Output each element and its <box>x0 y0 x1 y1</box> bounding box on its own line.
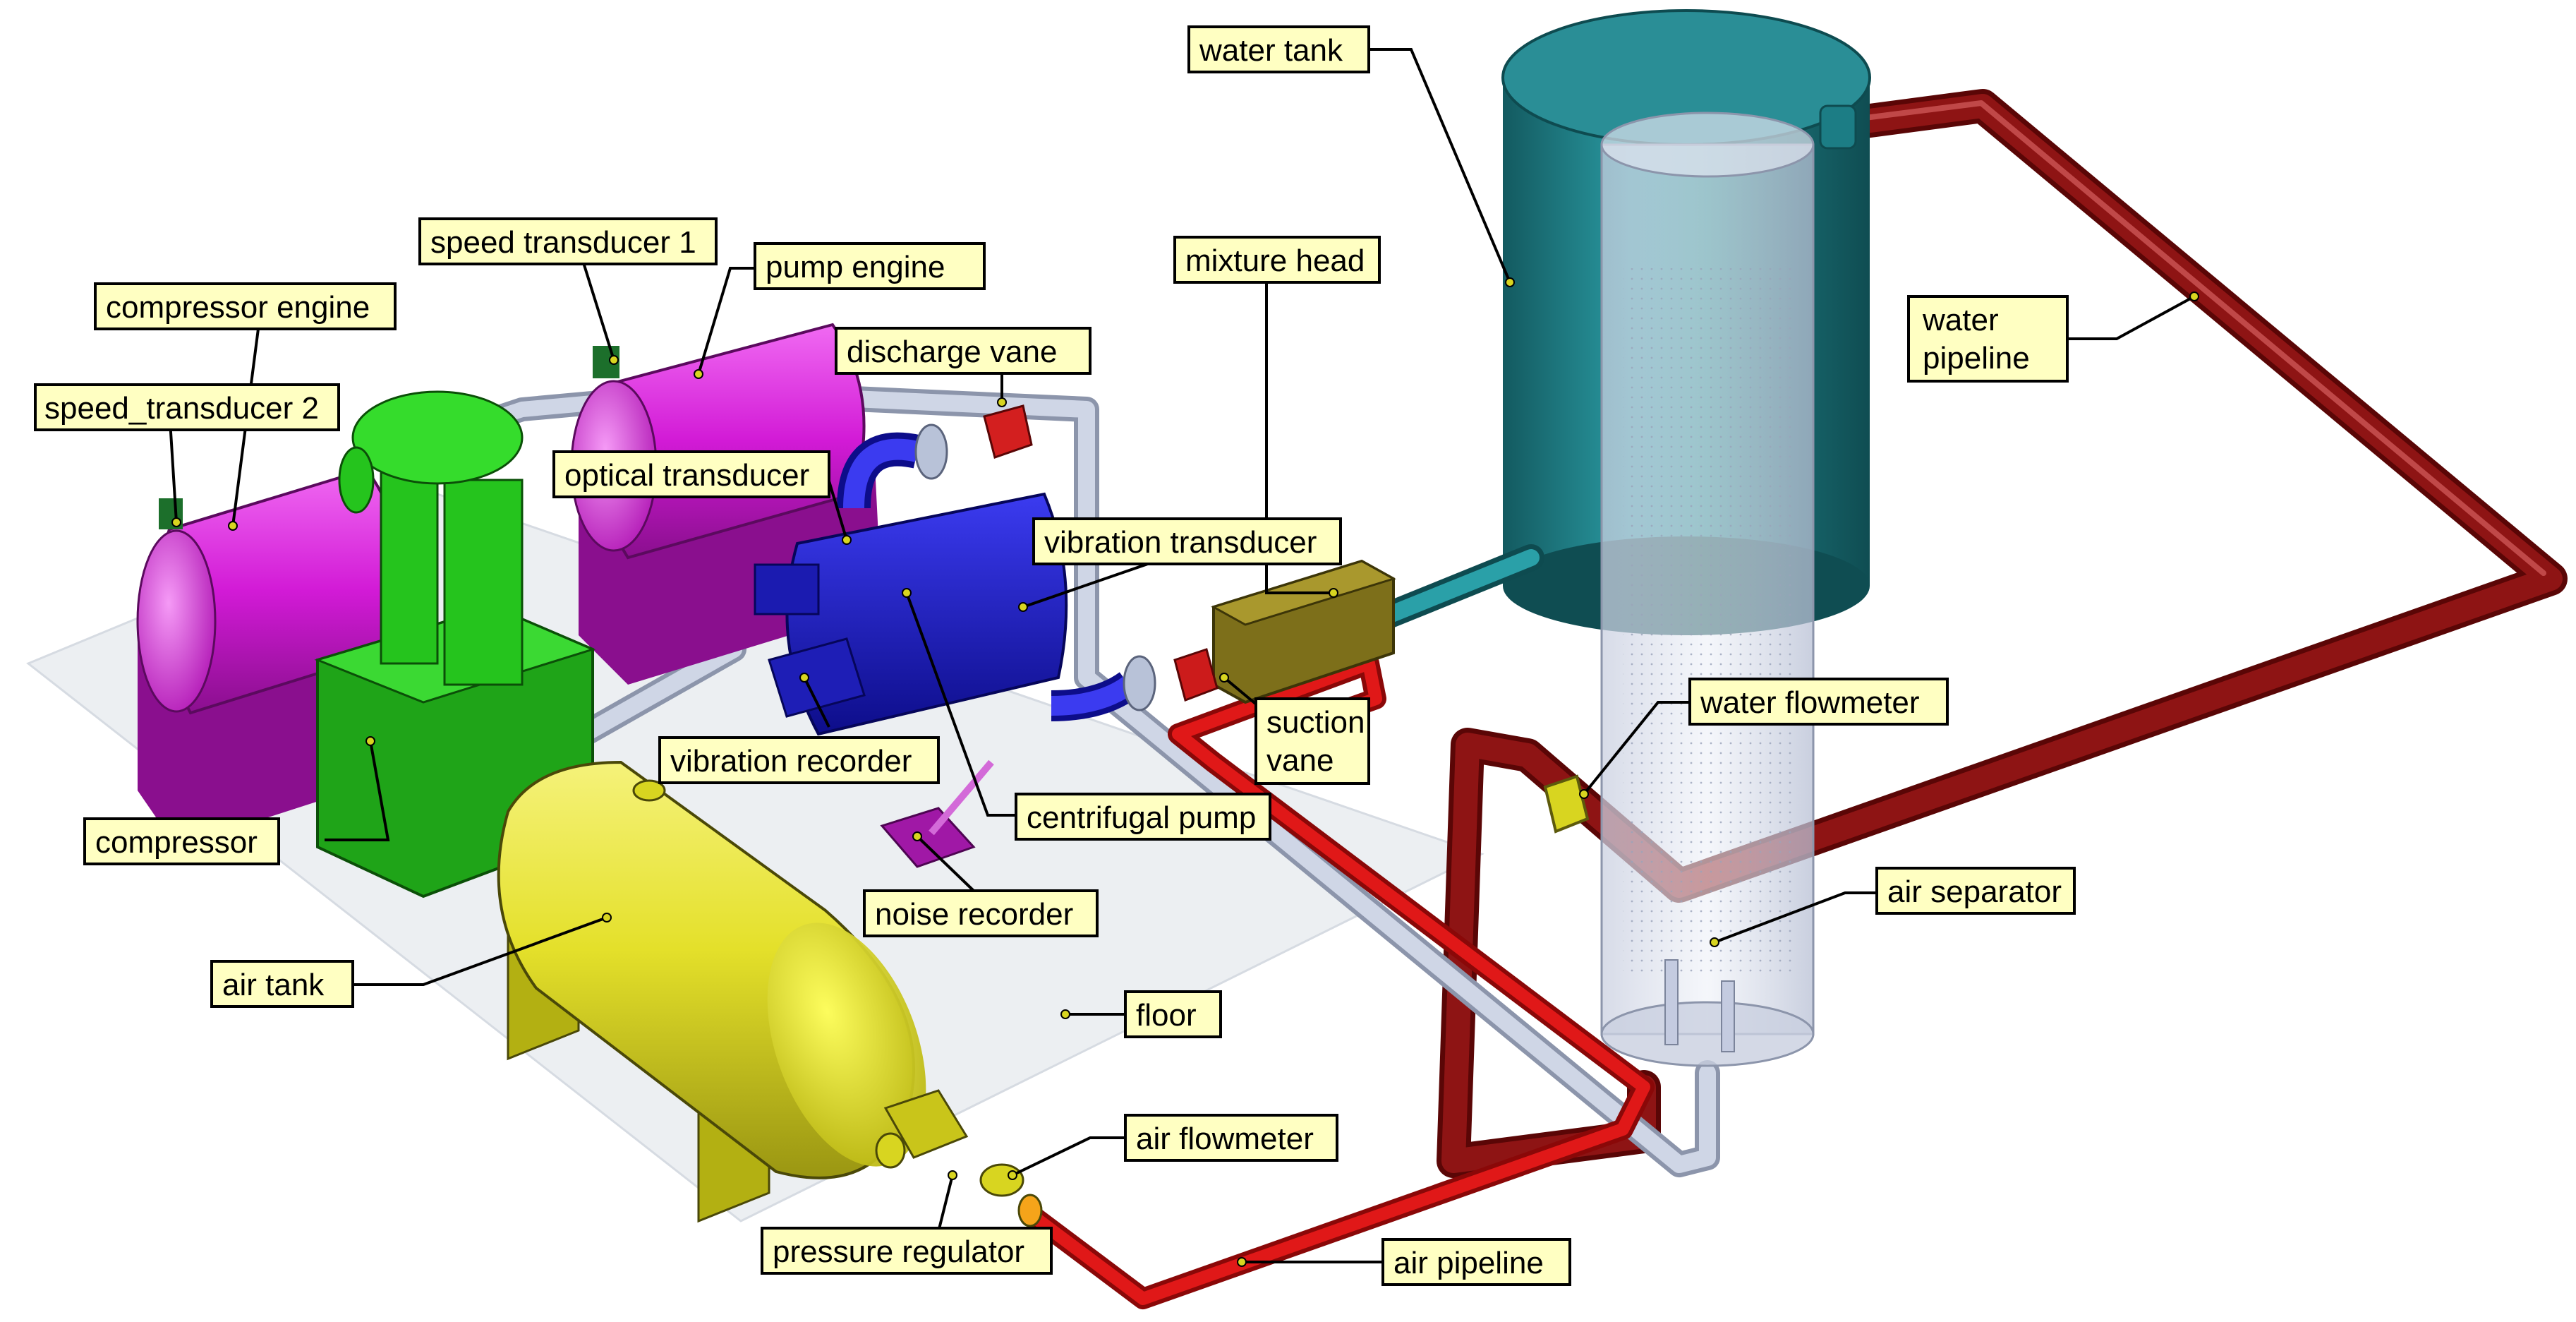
air-separator <box>1600 112 1815 1067</box>
svg-text:vibration transducer: vibration transducer <box>1044 525 1317 560</box>
discharge-vane <box>983 404 1033 459</box>
label-speed-transducer-1: speed transducer 1 <box>418 217 718 265</box>
air-tank <box>497 760 926 1223</box>
label-compressor: compressor <box>83 817 280 865</box>
label-noise-recorder: noise recorder <box>863 889 1099 937</box>
label-speed-transducer-2: speed_transducer 2 <box>34 383 340 431</box>
svg-text:optical transducer: optical transducer <box>564 458 809 493</box>
suction-vane <box>1173 648 1219 702</box>
tank-connector <box>1369 544 1544 631</box>
svg-text:vibration recorder: vibration recorder <box>670 744 912 779</box>
svg-text:floor: floor <box>1136 998 1197 1033</box>
svg-text:compressor: compressor <box>95 825 258 860</box>
noise-recorder <box>880 759 994 868</box>
label-discharge-vane: discharge vane <box>835 327 1092 375</box>
label-air-separator: air separator <box>1875 867 2076 915</box>
svg-text:air separator: air separator <box>1887 875 2062 909</box>
anchor-dots <box>171 277 2199 1267</box>
label-pump-engine: pump engine <box>754 242 986 290</box>
svg-text:air tank: air tank <box>222 968 325 1002</box>
label-air-pipeline: air pipeline <box>1381 1238 1571 1286</box>
svg-text:centrifugal pump: centrifugal pump <box>1027 800 1256 835</box>
label-optical-transducer: optical transducer <box>552 450 830 498</box>
label-air-tank: air tank <box>210 960 354 1008</box>
svg-text:speed_transducer 2: speed_transducer 2 <box>44 391 319 426</box>
water-flowmeter <box>1543 774 1590 834</box>
svg-text:mixture head: mixture head <box>1185 244 1365 278</box>
svg-text:compressor engine: compressor engine <box>106 290 370 325</box>
svg-text:water: water <box>1922 303 1999 337</box>
callouts: water tank speed transducer 1 pump engin… <box>34 25 2076 1286</box>
svg-text:vane: vane <box>1266 743 1334 778</box>
label-pressure-regulator: pressure regulator <box>761 1227 1053 1275</box>
svg-text:pressure regulator: pressure regulator <box>773 1234 1024 1269</box>
svg-text:air flowmeter: air flowmeter <box>1136 1122 1314 1156</box>
svg-text:water tank: water tank <box>1199 33 1343 68</box>
label-water-pipeline: water pipeline <box>1907 295 2069 383</box>
label-vibration-transducer: vibration transducer <box>1032 517 1342 565</box>
svg-text:water flowmeter: water flowmeter <box>1700 685 1920 720</box>
svg-text:speed transducer 1: speed transducer 1 <box>430 225 696 260</box>
pressure-regulator <box>875 1089 969 1169</box>
svg-text:suction: suction <box>1266 705 1365 740</box>
label-vibration-recorder: vibration recorder <box>658 736 940 784</box>
svg-text:pipeline: pipeline <box>1923 341 2030 375</box>
svg-text:noise recorder: noise recorder <box>875 897 1073 932</box>
label-compressor-engine: compressor engine <box>94 282 397 330</box>
label-centrifugal-pump: centrifugal pump <box>1015 793 1271 841</box>
label-floor: floor <box>1124 990 1222 1038</box>
label-air-flowmeter: air flowmeter <box>1124 1114 1338 1162</box>
label-water-tank: water tank <box>1187 25 1370 73</box>
svg-text:discharge vane: discharge vane <box>847 335 1057 369</box>
label-water-flowmeter: water flowmeter <box>1688 678 1949 726</box>
vibration-recorder <box>768 637 866 718</box>
svg-text:air pipeline: air pipeline <box>1393 1246 1544 1280</box>
label-mixture-head: mixture head <box>1173 236 1381 284</box>
air-pipeline <box>1020 653 1655 1309</box>
svg-text:pump engine: pump engine <box>766 250 945 284</box>
label-suction-vane: suction vane <box>1254 697 1370 785</box>
